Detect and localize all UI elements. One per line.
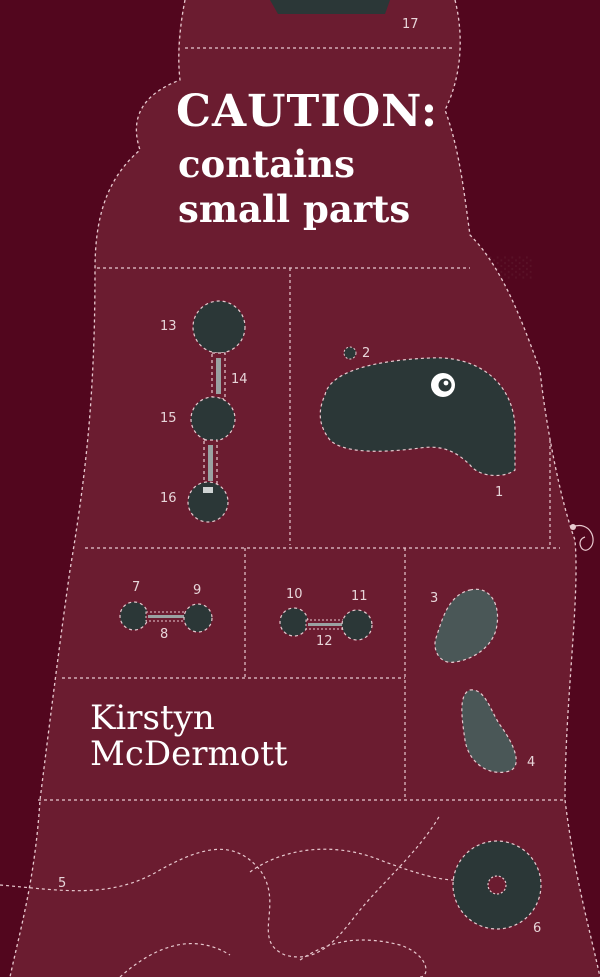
part-number-4: 4 (527, 755, 536, 770)
parts-10-12-connector (279, 607, 373, 641)
part-3-teardrop (434, 588, 499, 663)
part-number-7: 7 (132, 580, 141, 595)
part-17-tab (270, 0, 390, 14)
author-last-name: McDermott (90, 734, 288, 774)
part-number-1: 1 (495, 485, 504, 500)
panel-stitching (38, 47, 565, 801)
part-1-head (319, 357, 516, 476)
parts-7-9-connector (119, 601, 213, 633)
part-number-17: 17 (402, 17, 419, 32)
part-number-16: 16 (160, 491, 177, 506)
part-4-teardrop (461, 689, 517, 773)
part-number-14: 14 (231, 372, 248, 387)
part-number-2: 2 (362, 346, 371, 361)
part-number-8: 8 (160, 627, 169, 642)
part-number-13: 13 (160, 319, 177, 334)
doll-silhouette (10, 0, 600, 977)
title-small-parts: small parts (178, 187, 411, 231)
part-5-ribbon-stitching (0, 814, 456, 977)
part-number-10: 10 (286, 587, 303, 602)
part-number-6: 6 (533, 921, 542, 936)
part-number-9: 9 (193, 583, 202, 598)
part-number-11: 11 (351, 589, 368, 604)
part-number-3: 3 (430, 591, 439, 606)
parts-13-16-connector (187, 300, 246, 523)
author-first-name: Kirstyn (90, 698, 215, 738)
part-number-15: 15 (160, 411, 177, 426)
title-contains: contains (178, 142, 355, 186)
title-caution: CAUTION: (176, 86, 439, 137)
part-number-12: 12 (316, 634, 333, 649)
part-number-5: 5 (58, 876, 67, 891)
spiral-detail (571, 524, 594, 551)
part-2-dot (343, 346, 357, 360)
